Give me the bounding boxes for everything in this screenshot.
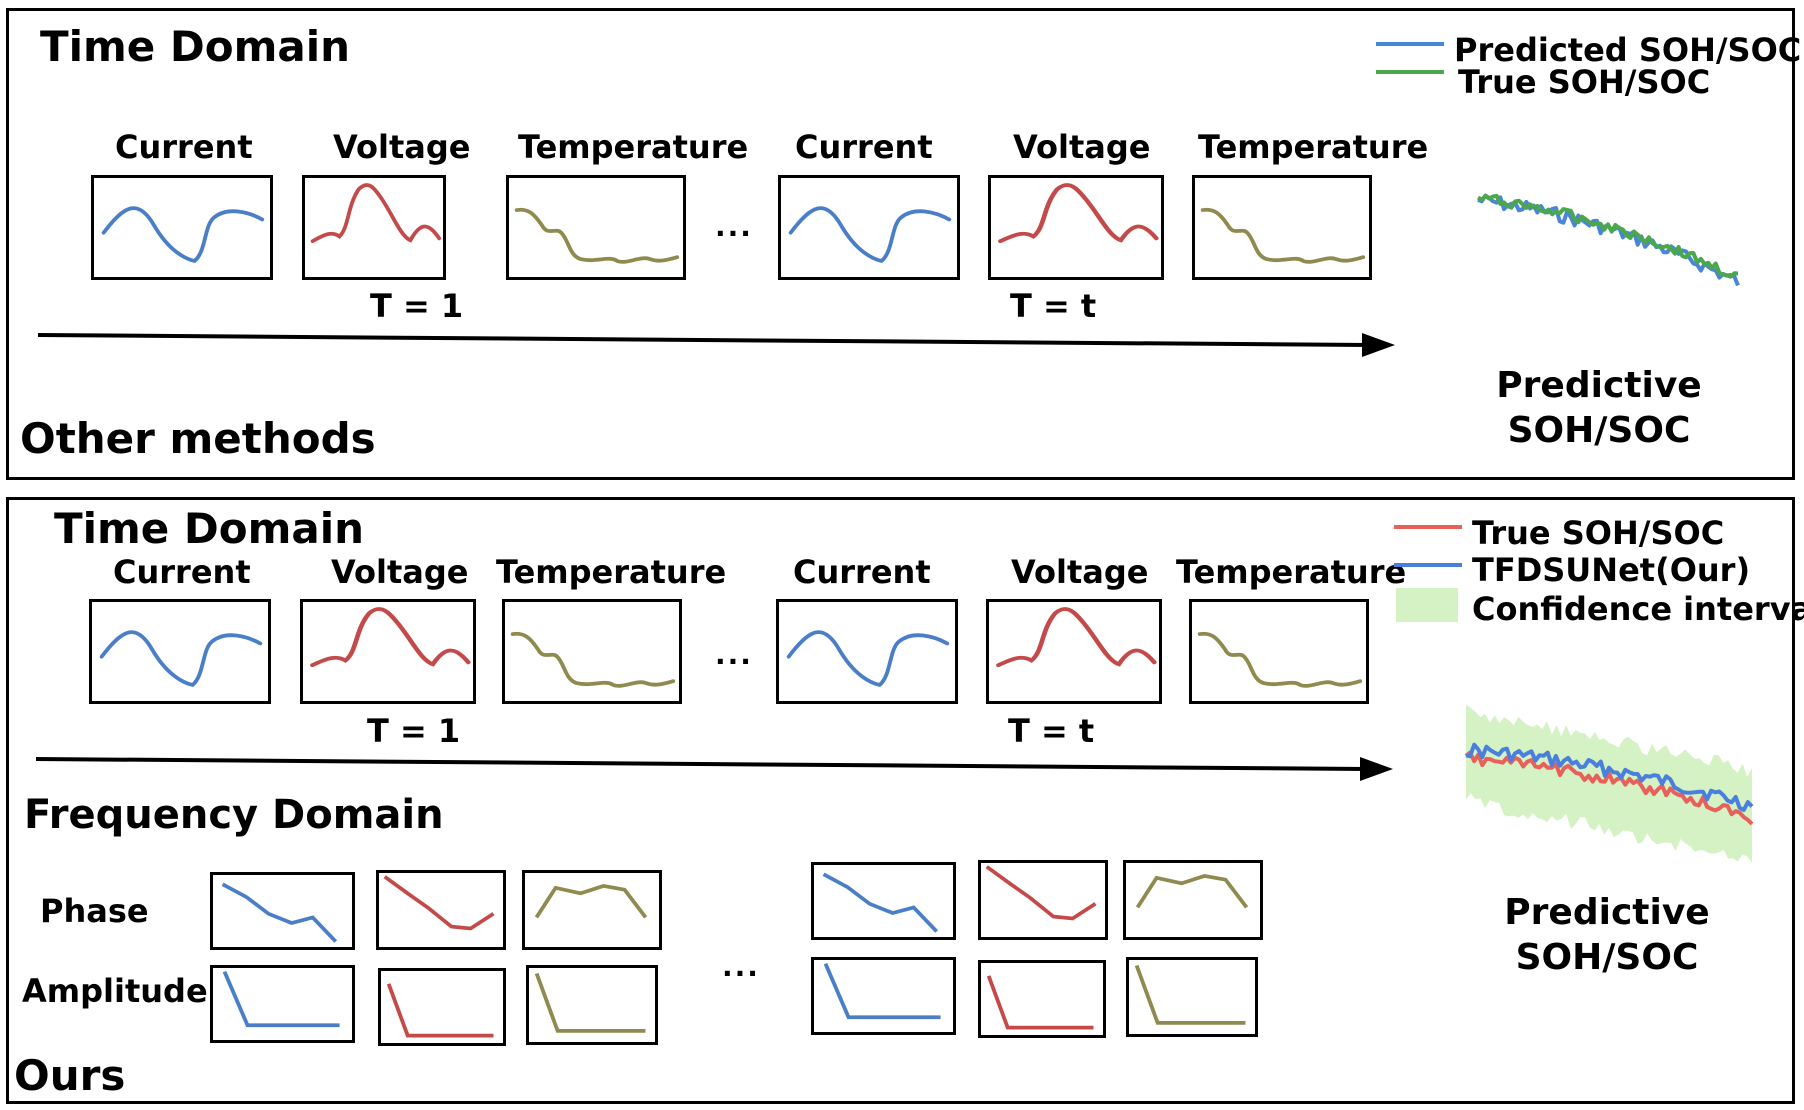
legend-confidence-swatch: [1396, 588, 1458, 622]
bottom-predictive-line1: Predictive: [1504, 892, 1710, 933]
temperature-curve: [510, 631, 676, 688]
top-label-current-1: Current: [115, 128, 253, 166]
bottom-voltage-box-1: [300, 599, 476, 704]
phase-current-curve: [822, 872, 939, 933]
phase-label: Phase: [40, 892, 149, 930]
legend-true-red-swatch: [1394, 525, 1462, 529]
top-predictive-label: Predictive SOH/SOC: [1474, 363, 1724, 453]
bottom-predictive-label: Predictive SOH/SOC: [1482, 890, 1732, 980]
bottom-label-current-1: Current: [113, 553, 251, 591]
bottom-label-temperature-2: Temperature: [1176, 553, 1407, 591]
bottom-tt-label: T = t: [1008, 712, 1095, 750]
amplitude-current-curve: [823, 962, 941, 1020]
bottom-ellipsis: ...: [715, 638, 753, 671]
bottom-label-current-2: Current: [793, 553, 931, 591]
top-current-box-2: [778, 175, 960, 280]
frequency-ellipsis: ...: [722, 950, 760, 983]
amplitude-voltage-curve: [986, 975, 1094, 1030]
frequency-domain-title: Frequency Domain: [24, 792, 444, 838]
phase-voltage-curve: [383, 875, 495, 931]
top-t1-label: T = 1: [370, 287, 464, 325]
top-label-voltage-2: Voltage: [1013, 128, 1151, 166]
phase-voltage-box-1: [376, 870, 506, 950]
legend-true-label: True SOH/SOC: [1458, 63, 1711, 101]
bottom-temperature-box-1: [502, 599, 682, 704]
voltage-curve: [998, 183, 1159, 244]
top-label-temperature-1: Temperature: [518, 128, 749, 166]
top-label-current-2: Current: [795, 128, 933, 166]
top-voltage-box-1: [302, 175, 446, 280]
phase-current-box-2: [811, 862, 956, 940]
top-voltage-box-2: [988, 175, 1164, 280]
bottom-label-temperature-1: Temperature: [496, 553, 727, 591]
legend-predicted-label: Predicted SOH/SOC: [1454, 31, 1802, 69]
top-predictive-line2: SOH/SOC: [1507, 410, 1691, 451]
legend-ours-swatch: [1394, 563, 1462, 567]
top-time-domain-title: Time Domain: [40, 22, 351, 71]
phase-temperature-box-2: [1123, 860, 1263, 940]
top-predictive-line1: Predictive: [1496, 365, 1702, 406]
voltage-curve: [996, 607, 1157, 668]
phase-voltage-box-2: [978, 860, 1108, 940]
amplitude-temperature-curve: [1134, 964, 1246, 1025]
top-temperature-box-1: [506, 175, 686, 280]
bottom-time-domain-title: Time Domain: [54, 504, 365, 553]
bottom-t1-label: T = 1: [367, 712, 461, 750]
amplitude-temperature-curve: [534, 972, 646, 1033]
current-curve: [101, 206, 265, 264]
amplitude-current-box-1: [210, 965, 355, 1043]
true-soh-curve: [1476, 193, 1739, 279]
top-temperature-box-2: [1192, 175, 1372, 280]
legend-ours-label: TFDSUNet(Our): [1472, 551, 1751, 589]
bottom-current-box-1: [89, 599, 271, 704]
amplitude-voltage-box-1: [378, 968, 506, 1046]
legend-predicted-swatch: [1376, 42, 1444, 46]
amplitude-current-curve: [222, 970, 340, 1028]
ours-panel: [6, 497, 1795, 1104]
amplitude-temperature-box-1: [526, 965, 658, 1045]
tfdsunet-curve: [1465, 742, 1754, 812]
bottom-predictive-line2: SOH/SOC: [1515, 937, 1699, 978]
phase-temperature-curve: [1135, 874, 1249, 909]
phase-voltage-curve: [985, 865, 1097, 921]
bottom-label-voltage-1: Voltage: [331, 553, 469, 591]
amplitude-label: Amplitude: [22, 972, 208, 1010]
amplitude-current-box-2: [811, 957, 956, 1035]
amplitude-voltage-box-2: [978, 960, 1106, 1038]
current-curve: [99, 630, 263, 688]
current-curve: [788, 206, 952, 264]
phase-temperature-box-1: [522, 870, 662, 950]
legend-true-swatch: [1376, 70, 1444, 74]
current-curve: [786, 630, 950, 688]
amplitude-voltage-curve: [386, 983, 494, 1038]
confidence-interval-band: [1466, 704, 1752, 863]
top-current-box-1: [91, 175, 273, 280]
top-tt-label: T = t: [1010, 287, 1097, 325]
amplitude-temperature-box-2: [1126, 957, 1258, 1037]
legend-confidence-label: Confidence interval: [1472, 590, 1804, 628]
temperature-curve: [1200, 207, 1366, 264]
phase-current-curve: [221, 882, 338, 943]
bottom-panel-caption: Ours: [14, 1051, 126, 1100]
bottom-current-box-2: [776, 599, 958, 704]
phase-current-box-1: [210, 872, 355, 950]
bottom-label-voltage-2: Voltage: [1011, 553, 1149, 591]
voltage-curve: [310, 607, 471, 668]
bottom-voltage-box-2: [986, 599, 1162, 704]
top-label-temperature-2: Temperature: [1198, 128, 1429, 166]
legend-true-red-label: True SOH/SOC: [1472, 514, 1725, 552]
temperature-curve: [514, 207, 680, 264]
phase-temperature-curve: [534, 884, 648, 919]
top-panel-caption: Other methods: [20, 414, 376, 463]
bottom-temperature-box-2: [1189, 599, 1369, 704]
top-ellipsis: ...: [715, 210, 753, 243]
voltage-curve: [310, 183, 442, 244]
temperature-curve: [1197, 631, 1363, 688]
other-methods-panel: [6, 8, 1795, 480]
top-label-voltage-1: Voltage: [333, 128, 471, 166]
